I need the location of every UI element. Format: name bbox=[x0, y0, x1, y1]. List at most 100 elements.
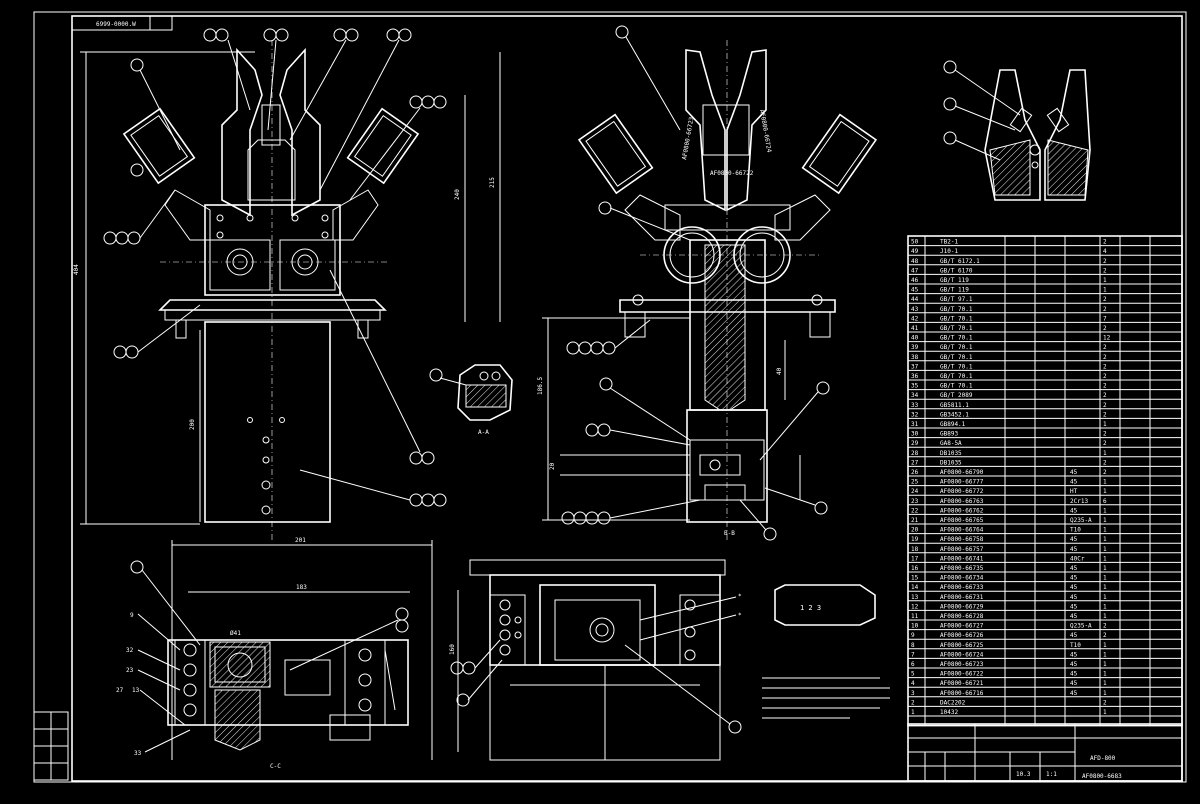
bom-row-code: AF0800-66716 bbox=[940, 690, 984, 697]
bom-row-number: 29 bbox=[911, 440, 919, 447]
dim-view3-inner: 183 bbox=[296, 584, 307, 591]
bom-row-code: AF0800-66777 bbox=[940, 479, 984, 486]
bom-row-number: 9 bbox=[911, 632, 915, 639]
bom-row-number: 33 bbox=[911, 402, 919, 409]
bom-row-material: 2Cr13 bbox=[1070, 498, 1088, 505]
bom-row-material: 45 bbox=[1070, 479, 1078, 486]
bom-row-number: 39 bbox=[911, 344, 919, 351]
bom-row-material: T10 bbox=[1070, 527, 1081, 534]
bom-row-qty: 2 bbox=[1103, 392, 1107, 399]
bom-row-code: AF0800-66741 bbox=[940, 555, 984, 562]
bom-row-number: 11 bbox=[911, 613, 919, 620]
dim-view2-inner: 40 bbox=[776, 367, 783, 375]
bom-row-code: GB894.1 bbox=[940, 421, 966, 428]
view-top bbox=[469, 559, 726, 761]
bom-row-number: 23 bbox=[911, 498, 919, 505]
dim-view1-height: 404 bbox=[73, 264, 80, 275]
bom-row-number: 25 bbox=[911, 479, 919, 486]
bom-row-number: 49 bbox=[911, 248, 919, 255]
bom-row-qty: 1 bbox=[1103, 450, 1107, 457]
svg-text:23: 23 bbox=[126, 667, 134, 674]
bom-row-material: 45 bbox=[1070, 661, 1078, 668]
bom-row-number: 3 bbox=[911, 690, 915, 697]
bom-row-code: GB/T 6172.1 bbox=[940, 258, 980, 265]
bom-row-code: AF0800-66763 bbox=[940, 498, 984, 505]
bom-row-code: AF0800-66733 bbox=[940, 584, 984, 591]
bom-row-code: AF0800-66757 bbox=[940, 546, 984, 553]
bom-row-code: GB/T 97.1 bbox=[940, 296, 973, 303]
bom-row-material: 45 bbox=[1070, 546, 1078, 553]
bom-row-number: 38 bbox=[911, 354, 919, 361]
view2-callouts bbox=[561, 25, 830, 541]
bom-row-qty: 2 bbox=[1103, 325, 1107, 332]
bom-row-number: 15 bbox=[911, 575, 919, 582]
dim-view1-right-1: 215 bbox=[489, 177, 496, 188]
bom-row-code: GB/T 70.1 bbox=[940, 383, 973, 390]
bom-row-code: AF0800-66735 bbox=[940, 565, 984, 572]
bom-row-number: 43 bbox=[911, 306, 919, 313]
part-mark-3: AF0800-66722 bbox=[710, 170, 754, 177]
bom-row-code: AF0800-66722 bbox=[940, 671, 984, 678]
bom-row-code: GB/T 70.1 bbox=[940, 354, 973, 361]
bom-row-qty: 2 bbox=[1103, 383, 1107, 390]
bom-row-code: GB893 bbox=[940, 431, 958, 438]
bom-row-code: AF0800-66790 bbox=[940, 469, 984, 476]
bom-row-material: Q235-A bbox=[1070, 517, 1092, 524]
bom-row-qty: 2 bbox=[1103, 354, 1107, 361]
bom-row-code: AF0800-66758 bbox=[940, 536, 984, 543]
bom-row-material: 45 bbox=[1070, 575, 1078, 582]
part-mark-1: AF0800-66723 bbox=[681, 116, 695, 160]
bom-row-number: 42 bbox=[911, 315, 919, 322]
bom-row-number: 50 bbox=[911, 239, 919, 246]
bom-row-number: 46 bbox=[911, 277, 919, 284]
marking-plate: 1 2 3 bbox=[774, 584, 876, 626]
bom-row-number: 22 bbox=[911, 507, 919, 514]
title-block: AFD-800 AF0800-6683 10.3 1:1 bbox=[907, 723, 1183, 782]
title-part-code: AF0800-6683 bbox=[1082, 773, 1122, 780]
bom-row-number: 19 bbox=[911, 536, 919, 543]
bom-row-qty: 1 bbox=[1103, 421, 1107, 428]
bom-row-qty: 2 bbox=[1103, 469, 1107, 476]
bom-row-qty: 1 bbox=[1103, 488, 1107, 495]
bom-row-qty: 1 bbox=[1103, 709, 1107, 716]
bom-row-code: AF0800-66765 bbox=[940, 517, 984, 524]
bom-row-number: 31 bbox=[911, 421, 919, 428]
dim-view1-right-2: 240 bbox=[454, 189, 461, 200]
bom-row-qty: 2 bbox=[1103, 402, 1107, 409]
technical-notes bbox=[762, 677, 890, 719]
bom-row-number: 12 bbox=[911, 603, 919, 610]
bom-row-code: GB5811.1 bbox=[940, 402, 969, 409]
svg-text:*: * bbox=[738, 612, 742, 619]
bom-row-number: 28 bbox=[911, 450, 919, 457]
bom-row-material: 45 bbox=[1070, 565, 1078, 572]
bom-row-qty: 1 bbox=[1103, 584, 1107, 591]
bom-row-code: AF0800-66729 bbox=[940, 603, 984, 610]
bom-row-code: AF0800-66772 bbox=[940, 488, 984, 495]
bom-row-number: 1 bbox=[911, 709, 915, 716]
bom-row-qty: 2 bbox=[1103, 344, 1107, 351]
bom-row-code: AF0800-66721 bbox=[940, 680, 984, 687]
bom-row-qty: 2 bbox=[1103, 699, 1107, 706]
bom-row-number: 27 bbox=[911, 459, 919, 466]
bom-row-qty: 2 bbox=[1103, 623, 1107, 630]
bom-row-number: 48 bbox=[911, 258, 919, 265]
side-revision-blocks bbox=[33, 711, 69, 781]
bom-row-number: 18 bbox=[911, 546, 919, 553]
dim-view3-width: 201 bbox=[295, 537, 306, 544]
bom-row-number: 30 bbox=[911, 431, 919, 438]
svg-text:9: 9 bbox=[130, 612, 134, 619]
bom-row-number: 47 bbox=[911, 267, 919, 274]
bom-row-code: AF0800-66723 bbox=[940, 661, 984, 668]
dim-view1-body: 200 bbox=[189, 419, 196, 430]
sheet-outer-border bbox=[33, 11, 1187, 783]
bom-row-qty: 2 bbox=[1103, 632, 1107, 639]
bom-row-material: 45 bbox=[1070, 680, 1078, 687]
bom-row-qty: 2 bbox=[1103, 258, 1107, 265]
bom-row-number: 17 bbox=[911, 555, 919, 562]
bom-row-material: 45 bbox=[1070, 690, 1078, 697]
bom-row-number: 8 bbox=[911, 642, 915, 649]
dim-view2-small: 20 bbox=[549, 462, 556, 470]
bom-row-code: AF0800-66727 bbox=[940, 623, 984, 630]
